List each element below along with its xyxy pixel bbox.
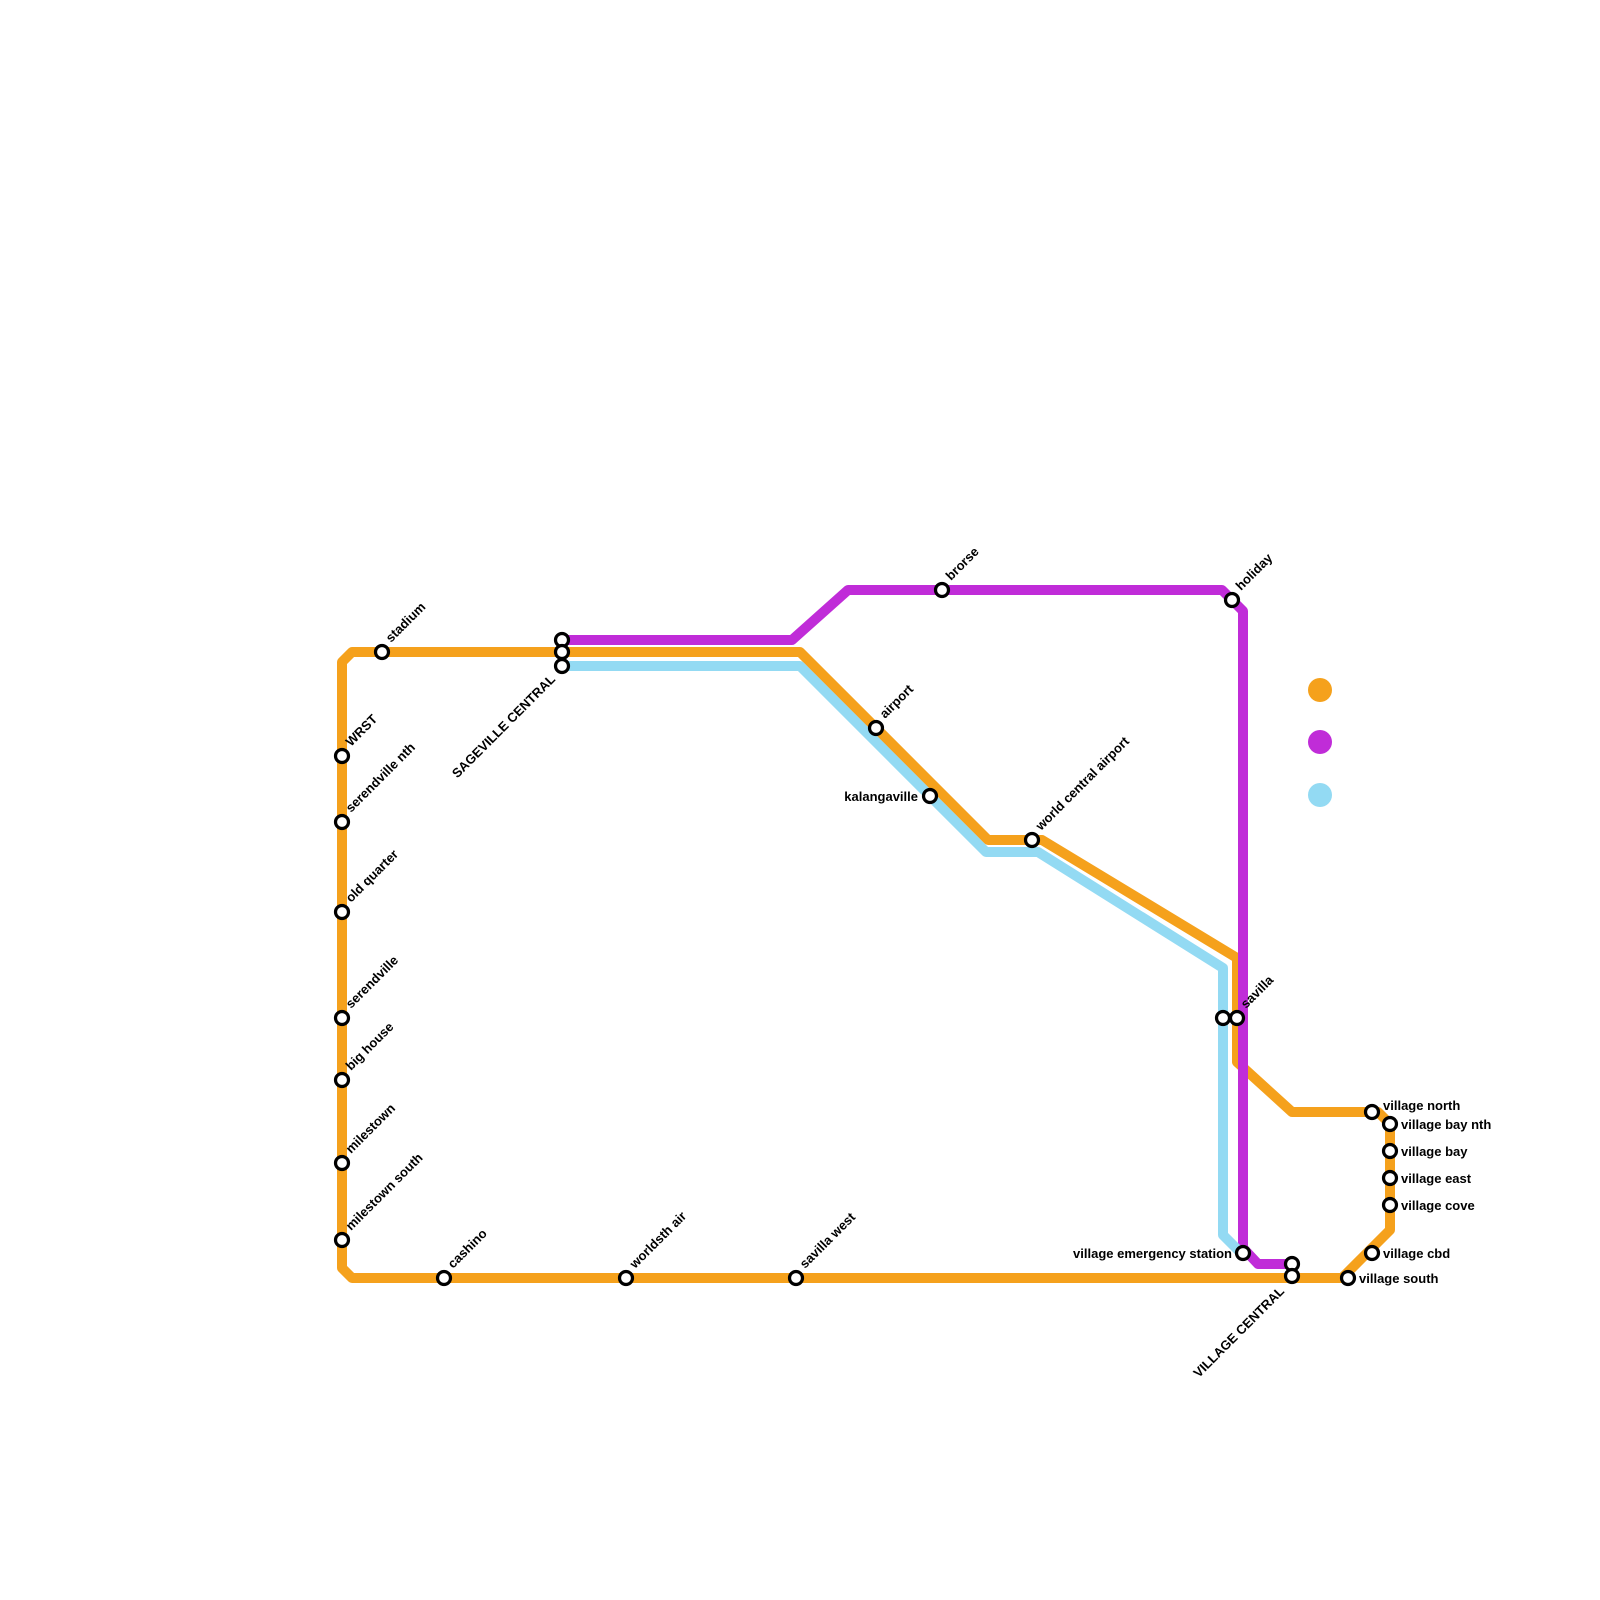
station-dot-big-house <box>333 1071 351 1089</box>
station-label-worldsth-air: worldsth air <box>626 1208 689 1271</box>
station-label-village-bay: village bay <box>1401 1144 1468 1159</box>
station-dot-savilla-west <box>787 1269 805 1287</box>
station-label-village-east: village east <box>1401 1171 1472 1186</box>
station-label-village-cove: village cove <box>1401 1198 1475 1213</box>
station-dot-holiday <box>1223 591 1241 609</box>
station-dot-savilla-1 <box>1228 1009 1246 1027</box>
station-label-holiday: holiday <box>1233 550 1276 593</box>
station-label-village-north: village north <box>1383 1098 1460 1113</box>
station-dot-milestown-south <box>333 1231 351 1249</box>
station-label-brorse: brorse <box>943 544 982 583</box>
station-dot-milestown <box>333 1154 351 1172</box>
station-dot-old-quarter <box>333 903 351 921</box>
station-dot-village-central-1 <box>1283 1267 1301 1285</box>
station-dot-serendville <box>333 1009 351 1027</box>
station-label-stadium: stadium <box>383 599 429 645</box>
station-dot-kalangaville <box>921 787 939 805</box>
station-label-milestown-south: milestown south <box>343 1150 426 1233</box>
station-label-kalangaville: kalangaville <box>844 789 918 804</box>
station-label-milestown: milestown <box>343 1101 399 1157</box>
station-dot-sageville-central-2 <box>553 657 571 675</box>
orange-line-legend-dot <box>1308 678 1332 702</box>
station-dot-world-central-airport <box>1023 831 1041 849</box>
station-label-sageville-central: SAGEVILLE CENTRAL <box>449 671 558 780</box>
station-label-village-bay-nth: village bay nth <box>1401 1117 1491 1132</box>
station-dot-village-north <box>1363 1103 1381 1121</box>
station-dot-wrst <box>333 747 351 765</box>
station-label-village-cbd: village cbd <box>1383 1246 1450 1261</box>
blue-line <box>563 661 1246 1258</box>
station-dot-village-east <box>1381 1169 1399 1187</box>
station-dot-stadium <box>373 643 391 661</box>
station-dot-village-cove <box>1381 1196 1399 1214</box>
station-dot-village-bay <box>1381 1142 1399 1160</box>
station-label-village-central: VILLAGE CENTRAL <box>1190 1283 1287 1380</box>
station-label-old-quarter: old quarter <box>343 846 402 905</box>
station-label-wrst: WRST <box>343 711 381 749</box>
blue-line-legend-dot <box>1308 783 1332 807</box>
station-label-serendville: serendville <box>343 952 402 1011</box>
station-label-big-house: big house <box>343 1019 397 1073</box>
station-label-world-central-airport: world central airport <box>1032 733 1133 834</box>
station-label-serendville-nth: serendville nth <box>343 740 419 816</box>
station-dot-worldsth-air <box>617 1269 635 1287</box>
station-label-village-south: village south <box>1359 1271 1439 1286</box>
station-dot-village-bay-nth <box>1381 1115 1399 1133</box>
station-dot-sageville-central-1 <box>553 643 571 661</box>
orange-line <box>337 647 1395 1283</box>
station-dot-brorse <box>933 581 951 599</box>
station-label-airport: airport <box>877 681 917 721</box>
station-label-savilla-west: savilla west <box>797 1209 859 1271</box>
station-label-village-emergency-station: village emergency station <box>1073 1246 1232 1261</box>
station-dot-village-emergency-station <box>1234 1244 1252 1262</box>
station-label-cashino: cashino <box>445 1226 490 1271</box>
station-dot-village-cbd <box>1363 1244 1381 1262</box>
purple-line-legend-dot <box>1308 730 1332 754</box>
station-dot-village-south <box>1339 1269 1357 1287</box>
station-dot-savilla-0 <box>1214 1009 1232 1027</box>
station-dot-cashino <box>435 1269 453 1287</box>
station-dot-serendville-nth <box>333 813 351 831</box>
station-dot-airport <box>867 719 885 737</box>
